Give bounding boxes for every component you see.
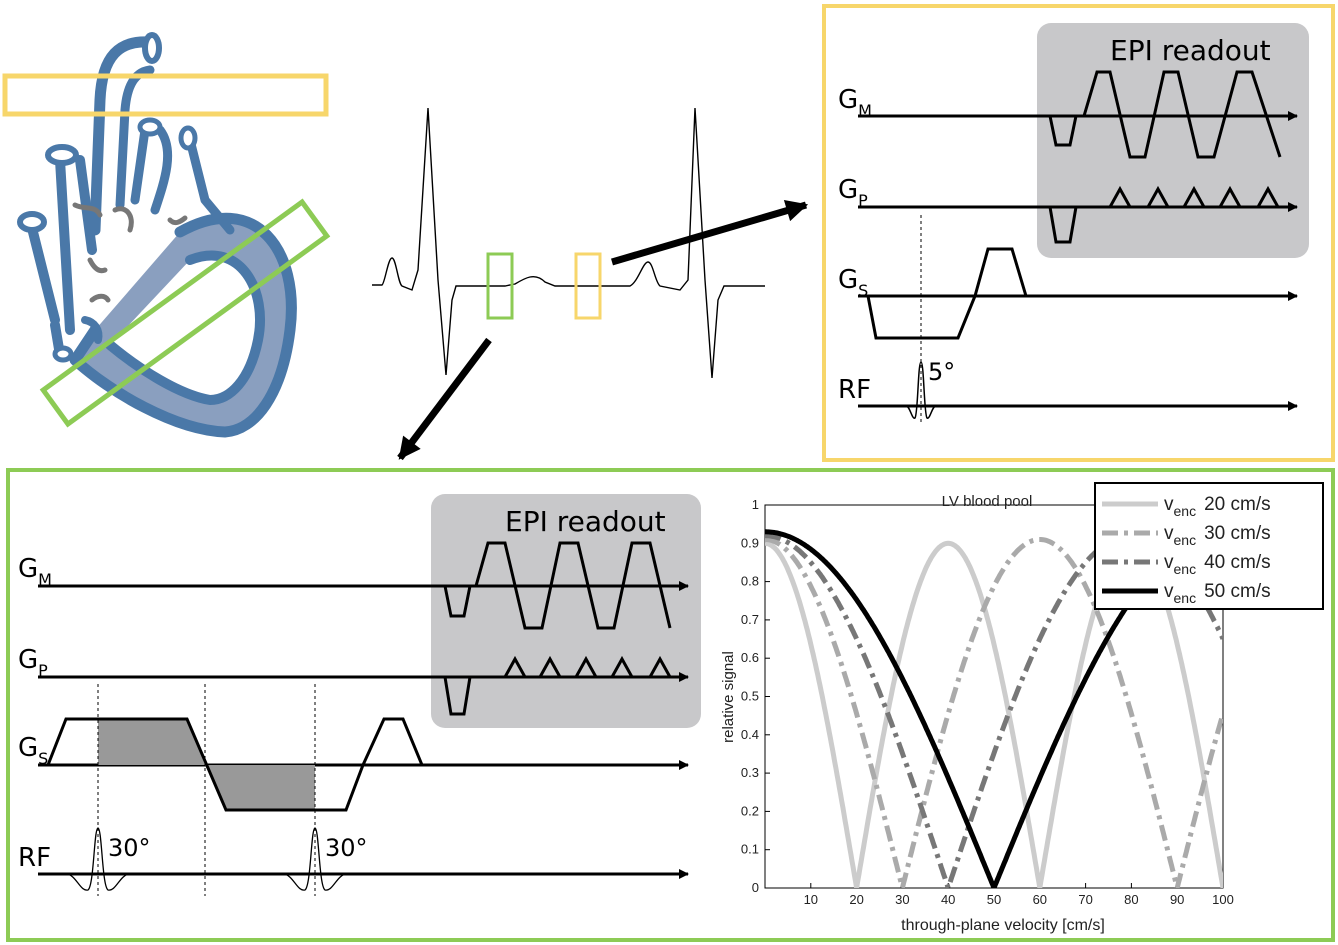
arrow-to-top-panel — [611, 200, 809, 266]
vena-cava — [55, 155, 97, 335]
bottom-flip-angle-1: 30° — [108, 834, 151, 862]
bottom-rf-label: RF — [18, 843, 51, 873]
y-tick-label: 0.9 — [741, 535, 759, 550]
x-tick-label: 20 — [849, 892, 863, 907]
bottom-epi-label: EPI readout — [505, 505, 666, 538]
x-tick-label: 70 — [1078, 892, 1092, 907]
y-tick-label: 0.7 — [741, 612, 759, 627]
top-gs-waveform — [866, 247, 1028, 340]
bottom-flip-angle-2: 30° — [325, 834, 368, 862]
bottom-epi-box — [431, 494, 701, 728]
top-rf-pulse — [905, 361, 937, 419]
y-tick-label: 0.2 — [741, 803, 759, 818]
x-tick-label: 60 — [1033, 892, 1047, 907]
y-tick-label: 0.5 — [741, 689, 759, 704]
top-gp-label: GP — [838, 175, 868, 210]
x-tick-label: 90 — [1170, 892, 1184, 907]
bottom-gs-label: GS — [18, 733, 48, 768]
chart-xlabel: through-plane velocity [cm/s] — [901, 917, 1105, 934]
ecg-trace — [372, 107, 765, 379]
x-tick-label: 100 — [1212, 892, 1234, 907]
top-epi-label: EPI readout — [1110, 34, 1271, 67]
y-tick-label: 1 — [752, 497, 759, 512]
green-slice-box — [39, 198, 331, 428]
heart-illustration — [17, 32, 297, 438]
bottom-gm-label: GM — [18, 554, 52, 589]
series-line-30 — [765, 537, 1223, 888]
top-flip-angle: 5° — [928, 358, 955, 386]
bottom-gs-lobe-positive — [98, 719, 205, 765]
arrow-to-bottom-panel — [397, 337, 492, 461]
y-tick-label: 0.8 — [741, 574, 759, 589]
bottom-gs-lobe-negative — [205, 765, 315, 810]
yellow-slice-box — [2, 73, 329, 117]
chart-title: LV blood pool — [942, 493, 1033, 510]
y-tick-label: 0.6 — [741, 650, 759, 665]
bottom-panel-frame — [6, 468, 1335, 942]
top-gp-waveform — [1048, 185, 1280, 244]
ecg-yellow-window — [574, 252, 602, 320]
bottom-rf-pulse-1 — [65, 827, 131, 891]
pulmonary-artery — [130, 125, 173, 215]
chart-ylabel: relative signal — [720, 651, 737, 743]
aorta — [89, 36, 156, 236]
top-gm-waveform — [1048, 70, 1282, 159]
x-tick-label: 40 — [941, 892, 955, 907]
bottom-gp-label: GP — [18, 645, 48, 680]
top-panel-frame — [822, 4, 1335, 462]
x-tick-label: 80 — [1124, 892, 1138, 907]
bottom-gs-waveform — [46, 717, 424, 812]
top-gs-label: GS — [838, 265, 868, 300]
top-gm-label: GM — [838, 85, 872, 120]
y-tick-label: 0.4 — [741, 727, 759, 742]
y-tick-label: 0.3 — [741, 765, 759, 780]
bottom-gm-waveform — [443, 541, 672, 630]
top-rf-label: RF — [838, 375, 871, 405]
bottom-rf-pulse-2 — [282, 827, 348, 891]
signal-chart: 10 20 30 40 50 60 70 80 90 100 0 0.1 0.2 0.3 0.4 0.5 0.6… — [720, 482, 1324, 934]
x-tick-label: 10 — [804, 892, 818, 907]
y-tick-label: 0 — [752, 880, 759, 895]
y-tick-label: 0.1 — [741, 842, 759, 857]
x-tick-label: 50 — [987, 892, 1001, 907]
ecg-green-window — [486, 252, 514, 320]
x-tick-label: 30 — [895, 892, 909, 907]
top-epi-box — [1037, 23, 1309, 258]
valve-lines — [72, 202, 188, 303]
bottom-gp-waveform — [443, 655, 672, 716]
